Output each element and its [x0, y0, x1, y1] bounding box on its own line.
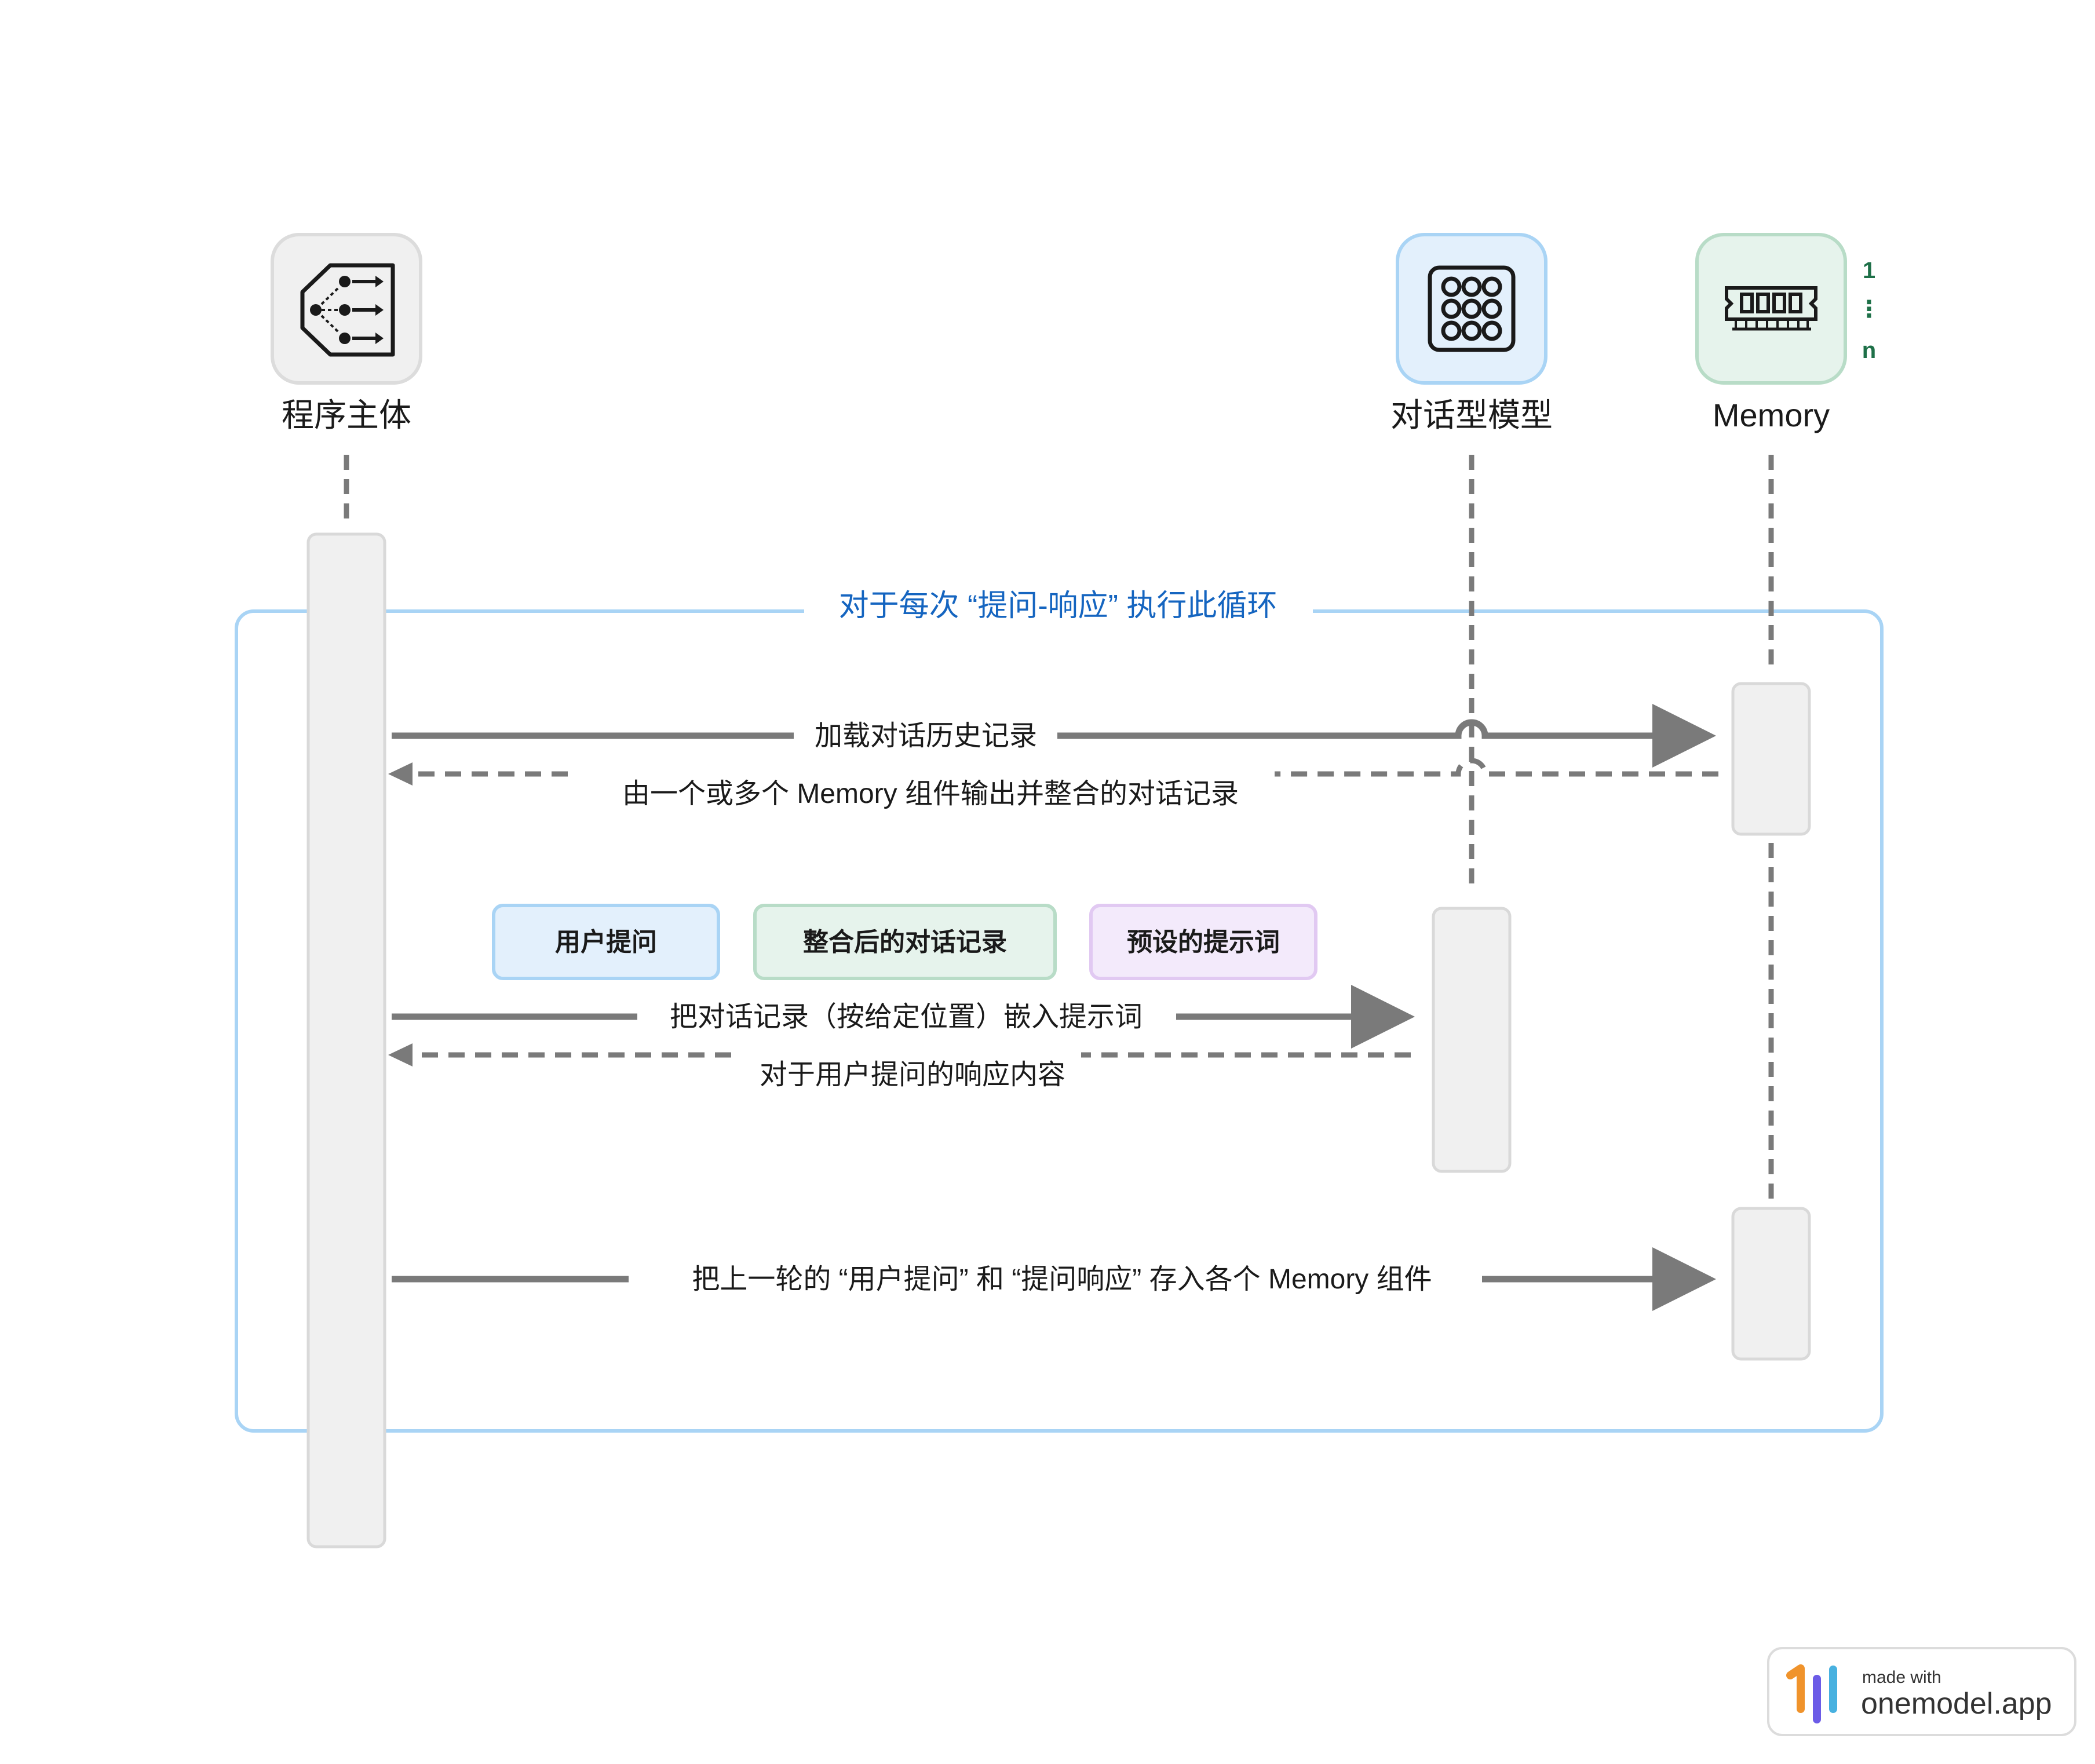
loop-label-bg — [804, 588, 1313, 634]
message-load-history: 加载对话历史记录 — [392, 704, 1716, 768]
part-merged-history-label: 整合后的对话记录 — [803, 928, 1007, 956]
onemodel-logo-icon — [1786, 1664, 1837, 1723]
history-return-arrowhead — [388, 762, 413, 786]
ram-module-icon — [1725, 286, 1817, 331]
part-merged-history-box — [753, 904, 1057, 980]
message-history-return: 由一个或多个 Memory 组件输出并整合的对话记录 — [388, 758, 1718, 809]
model-activation — [1432, 907, 1512, 1173]
model-actor-box — [1396, 233, 1547, 385]
program-actor: 程序主体 — [271, 233, 422, 433]
message-model-response: 对于用户提问的响应内容 — [388, 1043, 1411, 1090]
badge-line2: onemodel.app — [1861, 1687, 2052, 1721]
load-history-line-right — [1057, 704, 1716, 768]
loop-label: 对于每次 “提问-响应” 执行此循环 — [839, 589, 1278, 623]
model-label: 对话型模型 — [1390, 397, 1553, 433]
memory-actor: Memory 1 ⋮ n — [1695, 233, 1881, 433]
memory-multiplicity-mid: ⋮ — [1857, 297, 1881, 322]
message-embed-prompt: 把对话记录（按给定位置）嵌入提示词 — [392, 985, 1415, 1049]
history-return-line-right — [1275, 758, 1718, 777]
model-response-label: 对于用户提问的响应内容 — [760, 1060, 1065, 1090]
memory-activation-2 — [1731, 1207, 1811, 1361]
flowchart-icon — [300, 263, 395, 357]
badge-line1: made with — [1862, 1668, 1941, 1687]
load-history-label: 加载对话历史记录 — [815, 721, 1037, 751]
memory-activation-1 — [1731, 682, 1811, 836]
memory-actor-box — [1695, 233, 1847, 385]
memory-multiplicity-top: 1 — [1863, 258, 1875, 283]
part-user-question-label: 用户提问 — [555, 928, 657, 956]
memory-label: Memory — [1713, 397, 1830, 433]
memory-multiplicity-bottom: n — [1862, 338, 1876, 363]
chip-grid-icon — [1428, 265, 1516, 352]
badge-box — [1767, 1647, 2076, 1736]
part-user-question-box — [492, 904, 720, 980]
made-with-badge[interactable]: made with onemodel.app — [1767, 1647, 2076, 1736]
part-preset-prompt-label: 预设的提示词 — [1127, 928, 1280, 956]
model-response-arrowhead — [388, 1043, 413, 1067]
program-activation — [306, 532, 386, 1548]
prompt-parts: 用户提问 整合后的对话记录 预设的提示词 — [492, 904, 1317, 980]
embed-prompt-label: 把对话记录（按给定位置）嵌入提示词 — [670, 1002, 1143, 1032]
part-preset-prompt-box — [1089, 904, 1317, 980]
store-memory-label: 把上一轮的 “用户提问” 和 “提问响应” 存入各个 Memory 组件 — [692, 1264, 1432, 1295]
history-return-label: 由一个或多个 Memory 组件输出并整合的对话记录 — [622, 779, 1239, 809]
message-store-memory: 把上一轮的 “用户提问” 和 “提问响应” 存入各个 Memory 组件 — [392, 1247, 1716, 1311]
model-actor: 对话型模型 — [1390, 233, 1553, 433]
program-label: 程序主体 — [282, 397, 411, 433]
